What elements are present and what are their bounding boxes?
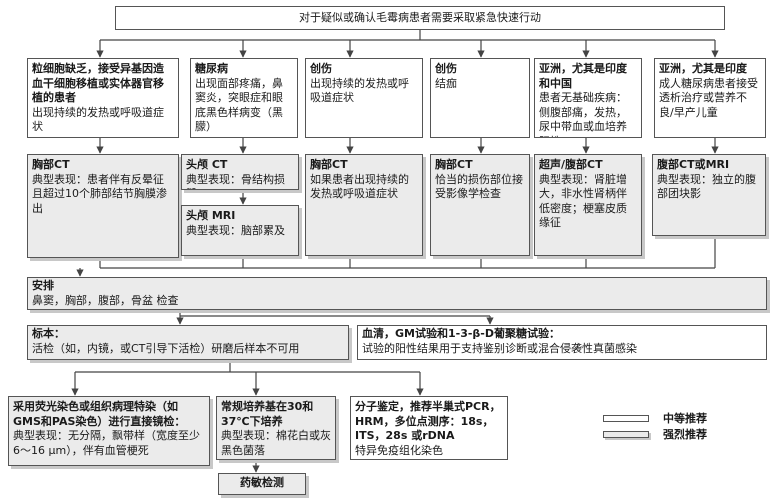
- chest-ct-title-1: 胸部CT: [32, 158, 70, 171]
- culture-title: 常规培养基在30和37℃下培养: [221, 400, 314, 428]
- asia-india-body: 成人糖尿病患者接受透析治疗或营养不良/早产儿童: [659, 76, 758, 119]
- ultrasound-ct-body: 典型表现：肾脏增大，非水性肾柄伴低密度；梗塞皮质缘征: [539, 172, 627, 230]
- asia-china-box: 亚洲，尤其是印度和中国 患者无基础疾病：侧腹部痛，发热，尿中带血或血培养阳性: [534, 58, 642, 138]
- head-ct-body: 典型表现：骨结构损毁: [186, 172, 285, 189]
- neutropenia-transplant-body: 出现持续的发热或呼吸道症状: [32, 105, 164, 134]
- trauma-eschar-box: 创伤 结痂: [430, 58, 530, 138]
- abdominal-ct-mri-body: 典型表现：独立的腹部团块影: [657, 172, 756, 201]
- microscopy-box: 采用荧光染色或组织病理特染（如GMS和PAS染色）进行直接镜检： 典型表现：无分…: [8, 396, 210, 466]
- chest-ct-body-2: 如果患者出现持续的发热或呼吸道症状: [310, 172, 409, 201]
- microscopy-body: 典型表现：无分隔，飘带样（宽度至少6～16 μm），伴有血管梗死: [13, 429, 200, 457]
- asia-china-body: 患者无基础疾病：侧腹部痛，发热，尿中带血或血培养阳性: [539, 91, 627, 137]
- chest-ct-box-2: 胸部CT 如果患者出现持续的发热或呼吸道症状: [305, 154, 423, 256]
- serum-title: 血清，GM试验和1-3-β-D葡聚糖试验：: [362, 327, 560, 340]
- culture-body: 典型表现：棉花白或灰黑色菌落: [221, 429, 331, 457]
- diabetes-body: 出现面部疼痛，鼻窦炎，突眼症和眼底黑色样病变（黑朦）: [195, 76, 283, 134]
- legend-strong-swatch: [603, 431, 649, 438]
- molecular-body: 特异免疫组化染色: [355, 443, 443, 457]
- chest-ct-box-1: 胸部CT 典型表现：患者伴有反晕征且超过10个肺部结节胸膜渗出: [27, 154, 179, 258]
- specimen-title: 标本：: [32, 327, 65, 340]
- ultrasound-ct-box: 超声/腹部CT 典型表现：肾脏增大，非水性肾柄伴低密度；梗塞皮质缘征: [534, 154, 642, 256]
- chest-ct-body-3: 恰当的损伤部位接受影像学检查: [435, 172, 523, 201]
- head-mri-title: 头颅 MRI: [186, 209, 236, 222]
- diabetes-title: 糖尿病: [195, 62, 228, 75]
- trauma-eschar-body: 结痂: [435, 76, 457, 90]
- molecular-box: 分子鉴定，推荐半巢式PCR，HRM，多位点测序：18s，ITS，28s 或rDN…: [350, 396, 508, 460]
- head-ct-title: 头颅 CT: [186, 158, 228, 171]
- arrange-body: 鼻窦，胸部，腹部，骨盆 检查: [32, 293, 179, 307]
- asia-india-title: 亚洲，尤其是印度: [659, 62, 747, 75]
- abdominal-ct-mri-title: 腹部CT或MRI: [657, 158, 730, 171]
- drug-susceptibility-label: 药敏检测: [240, 476, 284, 489]
- trauma-respiratory-body: 出现持续的发热或呼吸道症状: [310, 76, 409, 105]
- chest-ct-body-1: 典型表现：患者伴有反晕征且超过10个肺部结节胸膜渗出: [32, 172, 167, 215]
- head-mri-box: 头颅 MRI 典型表现：脑部累及: [181, 205, 299, 256]
- trauma-respiratory-title: 创伤: [310, 62, 332, 75]
- abdominal-ct-mri-box: 腹部CT或MRI 典型表现：独立的腹部团块影: [652, 154, 766, 236]
- chest-ct-box-3: 胸部CT 恰当的损伤部位接受影像学检查: [430, 154, 530, 256]
- trauma-eschar-title: 创伤: [435, 62, 457, 75]
- diabetes-box: 糖尿病 出现面部疼痛，鼻窦炎，突眼症和眼底黑色样病变（黑朦）: [190, 58, 298, 138]
- serum-box: 血清，GM试验和1-3-β-D葡聚糖试验： 试验的阳性结果用于支持鉴别诊断或混合…: [357, 325, 767, 360]
- ultrasound-ct-title: 超声/腹部CT: [539, 158, 603, 171]
- legend-moderate-swatch: [603, 415, 649, 422]
- neutropenia-transplant-title: 粒细胞缺乏，接受异基因造血干细胞移植或实体器官移植的患者: [32, 62, 164, 105]
- specimen-body: 活检（如，内镜，或CT引导下活检）研磨后样本不可用: [32, 341, 300, 355]
- chest-ct-title-3: 胸部CT: [435, 158, 473, 171]
- head-mri-body: 典型表现：脑部累及: [186, 223, 285, 237]
- neutropenia-transplant-box: 粒细胞缺乏，接受异基因造血干细胞移植或实体器官移植的患者 出现持续的发热或呼吸道…: [27, 58, 179, 138]
- head-ct-box: 头颅 CT 典型表现：骨结构损毁: [181, 154, 299, 190]
- main-title-box: 对于疑似或确认毛霉病患者需要采取紧急快速行动: [115, 6, 725, 30]
- legend-strong-label: 强烈推荐: [663, 428, 707, 441]
- serum-body: 试验的阳性结果用于支持鉴别诊断或混合侵袭性真菌感染: [362, 341, 637, 355]
- culture-box: 常规培养基在30和37℃下培养 典型表现：棉花白或灰黑色菌落: [216, 396, 336, 460]
- specimen-box: 标本： 活检（如，内镜，或CT引导下活检）研磨后样本不可用: [27, 325, 349, 360]
- arrange-box: 安排 鼻窦，胸部，腹部，骨盆 检查: [27, 277, 767, 310]
- microscopy-title: 采用荧光染色或组织病理特染（如GMS和PAS染色）进行直接镜检：: [13, 400, 186, 428]
- drug-susceptibility-box: 药敏检测: [218, 473, 306, 495]
- trauma-respiratory-box: 创伤 出现持续的发热或呼吸道症状: [305, 58, 423, 138]
- main-title: 对于疑似或确认毛霉病患者需要采取紧急快速行动: [299, 11, 541, 24]
- legend-moderate-label: 中等推荐: [663, 412, 707, 425]
- chest-ct-title-2: 胸部CT: [310, 158, 348, 171]
- molecular-title: 分子鉴定，推荐半巢式PCR，HRM，多位点测序：18s，ITS，28s 或rDN…: [355, 400, 501, 443]
- asia-india-box: 亚洲，尤其是印度 成人糖尿病患者接受透析治疗或营养不良/早产儿童: [654, 58, 766, 138]
- arrange-title: 安排: [32, 279, 54, 292]
- asia-china-title: 亚洲，尤其是印度和中国: [539, 62, 627, 90]
